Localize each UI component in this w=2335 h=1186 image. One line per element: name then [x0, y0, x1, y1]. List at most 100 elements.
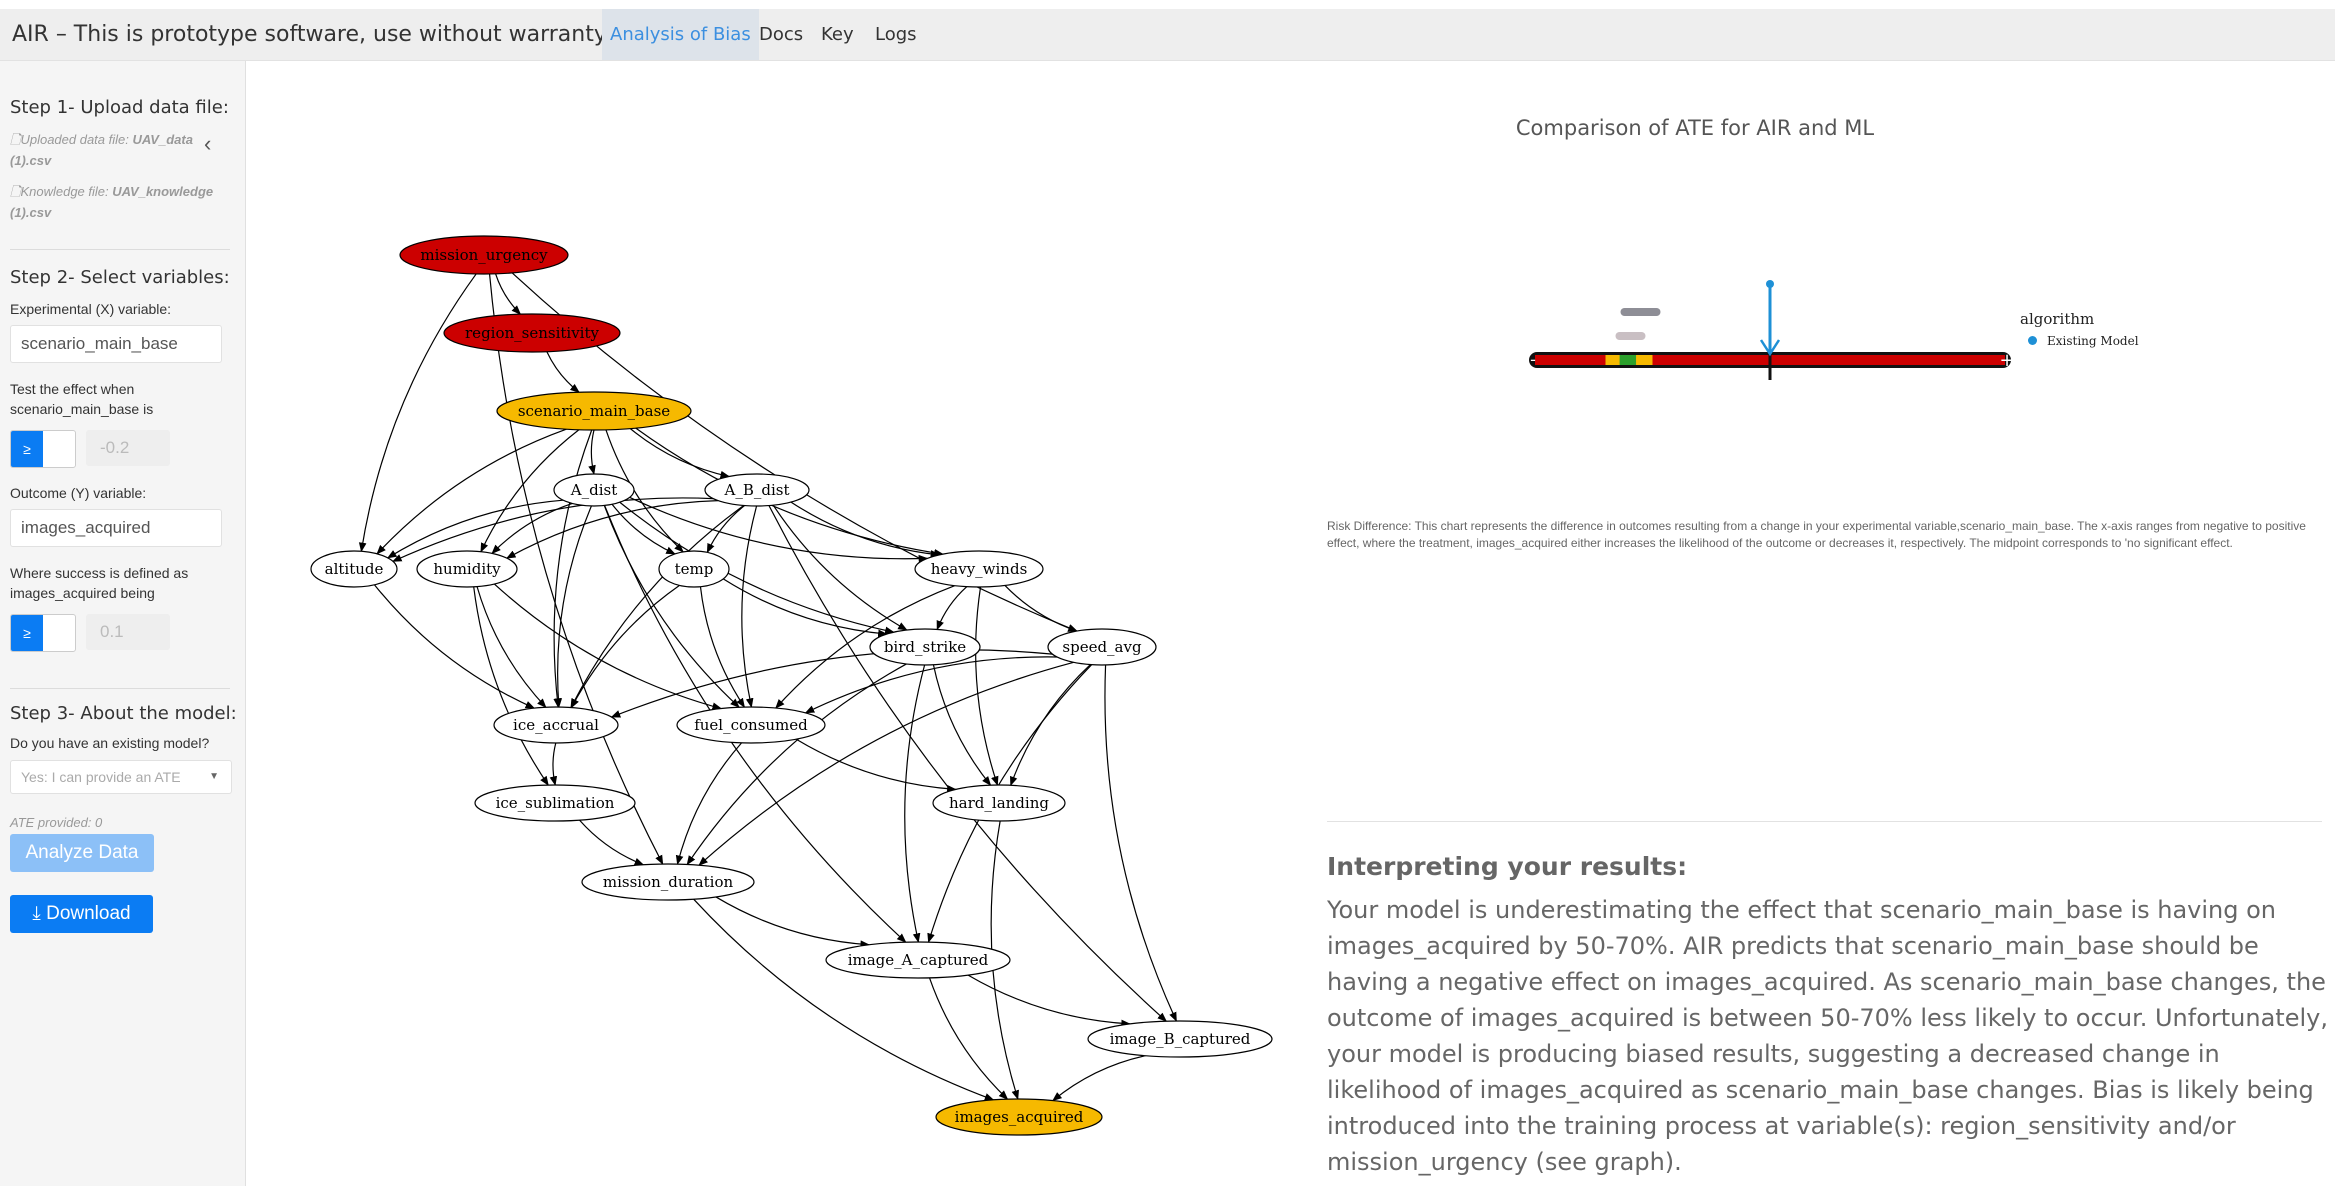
graph-node-mission_duration[interactable]: mission_duration	[581, 863, 755, 901]
step2-title: Step 2- Select variables:	[10, 267, 230, 288]
graph-node-label: heavy_winds	[931, 560, 1028, 578]
graph-node-shape	[1087, 1020, 1273, 1058]
download-button[interactable]: ⤓ Download	[10, 895, 153, 933]
y-variable-label: Outcome (Y) variable:	[10, 485, 147, 501]
graph-node-ice_sublimation[interactable]: ice_sublimation	[474, 784, 636, 822]
graph-node-images_acquired[interactable]: images_acquired	[935, 1098, 1103, 1136]
graph-node-bird_strike[interactable]: bird_strike	[869, 628, 981, 666]
graph-node-label: fuel_consumed	[694, 716, 808, 734]
step3-title: Step 3- About the model:	[10, 703, 237, 724]
graph-edge-bird_strike-image_A_captured	[904, 664, 926, 943]
x-variable-input[interactable]: scenario_main_base	[10, 325, 222, 363]
graph-node-label: ice_accrual	[513, 716, 599, 734]
graph-edge-fuel_consumed-hard_landing	[795, 738, 957, 793]
graph-node-image_B_captured[interactable]: image_B_captured	[1087, 1020, 1273, 1058]
tab-key[interactable]: Key	[821, 24, 854, 45]
download-label: Download	[46, 903, 131, 924]
graph-edge-temp-bird_strike	[722, 578, 888, 638]
graph-edge-scenario_main_base-ice_accrual	[553, 429, 593, 708]
y-variable-input[interactable]: images_acquired	[10, 509, 222, 547]
graph-node-label: A_B_dist	[724, 481, 790, 499]
graph-edge-ice_sublimation-mission_duration	[579, 819, 645, 866]
legend-item[interactable]: Existing Model	[2028, 334, 2139, 348]
tab-docs[interactable]: Docs	[759, 24, 804, 45]
graph-node-shape	[581, 863, 755, 901]
graph-node-label: scenario_main_base	[518, 402, 670, 420]
knowledge-file-label: Knowledge file:	[20, 184, 113, 199]
graph-node-shape	[310, 550, 398, 588]
existing-model-arrow	[1759, 339, 1781, 357]
graph-node-A_B_dist[interactable]: A_B_dist	[704, 473, 810, 507]
graph-node-shape	[416, 550, 518, 588]
step1-title: Step 1- Upload data file:	[10, 97, 229, 118]
graph-node-shape	[869, 628, 981, 666]
graph-edge-image_A_captured-image_B_captured	[967, 974, 1131, 1028]
uploaded-data-label: Uploaded data file:	[20, 132, 133, 147]
graph-node-altitude[interactable]: altitude	[310, 550, 398, 588]
y-threshold-input[interactable]: 0.1	[86, 614, 170, 650]
graph-node-speed_avg[interactable]: speed_avg	[1047, 628, 1157, 666]
graph-node-shape	[1047, 628, 1157, 666]
graph-edge-altitude-ice_accrual	[374, 584, 536, 709]
graph-edge-A_dist-heavy_winds	[629, 496, 929, 563]
graph-edge-A_dist-temp	[611, 503, 676, 555]
graph-edge-mission_urgency-region_sensitivity	[495, 273, 522, 315]
graph-edge-A_dist-ice_accrual	[554, 505, 592, 708]
graph-node-A_dist[interactable]: A_dist	[553, 473, 635, 507]
graph-node-image_A_captured[interactable]: image_A_captured	[825, 941, 1011, 979]
graph-node-region_sensitivity[interactable]: region_sensitivity	[443, 313, 621, 353]
graph-edge-scenario_main_base-A_dist	[588, 429, 596, 475]
graph-node-shape	[399, 235, 569, 275]
air-range-center	[1619, 355, 1637, 365]
graph-node-humidity[interactable]: humidity	[416, 550, 518, 588]
graph-edge-speed_avg-ice_accrual	[610, 649, 1053, 718]
graph-edge-A_B_dist-image_B_captured	[768, 505, 1167, 1022]
graph-edge-heavy_winds-hard_landing	[975, 586, 999, 786]
graph-edge-mission_urgency-altitude	[358, 273, 477, 553]
divider	[1327, 821, 2322, 822]
graph-edge-speed_avg-image_B_captured	[1104, 664, 1177, 1022]
graph-edge-humidity-fuel_consumed	[494, 583, 722, 710]
graph-edge-bird_strike-hard_landing	[932, 664, 992, 786]
divider	[10, 249, 230, 250]
knowledge-file-name: UAV_knowledge (1).csv	[10, 184, 214, 220]
y-operator-toggle[interactable]: ≥	[10, 614, 76, 652]
graph-edge-speed_avg-fuel_consumed	[804, 656, 1058, 714]
graph-node-label: A_dist	[570, 481, 617, 499]
x-threshold-input[interactable]: -0.2	[86, 430, 170, 466]
existing-model-select[interactable]: Yes: I can provide an ATE▼	[10, 760, 232, 794]
graph-node-label: speed_avg	[1062, 638, 1142, 656]
causal-graph: mission_urgency region_sensitivityscenari…	[310, 235, 1273, 1136]
graph-node-fuel_consumed[interactable]: fuel_consumed	[676, 706, 826, 744]
tab-analysis-of-bias[interactable]: Analysis of Bias	[602, 9, 759, 60]
graph-node-label: temp	[675, 560, 714, 578]
graph-edge-ice_accrual-ice_sublimation	[549, 742, 558, 786]
graph-node-heavy_winds[interactable]: heavy_winds	[914, 550, 1044, 588]
x-operator-toggle[interactable]: ≥	[10, 430, 76, 468]
graph-node-shape	[658, 550, 730, 588]
tab-logs[interactable]: Logs	[875, 24, 917, 45]
analyze-data-button[interactable]: Analyze Data	[10, 834, 154, 872]
chevron-left-icon[interactable]: ‹	[204, 131, 212, 156]
graph-edge-A_B_dist-temp	[706, 505, 745, 554]
graph-node-shape	[704, 473, 810, 507]
graph-node-shape	[914, 550, 1044, 588]
graph-node-temp[interactable]: temp	[658, 550, 730, 588]
graph-node-mission_urgency[interactable]: mission_urgency	[399, 235, 569, 275]
graph-edge-region_sensitivity-scenario_main_base	[546, 351, 580, 393]
graph-node-shape	[932, 784, 1066, 822]
graph-node-shape	[676, 706, 826, 744]
graph-edge-A_dist-altitude	[386, 499, 564, 559]
graph-node-ice_accrual[interactable]: ice_accrual	[493, 706, 619, 744]
graph-edge-scenario_main_base-humidity	[480, 429, 580, 553]
graph-node-scenario_main_base[interactable]: scenario_main_base	[496, 391, 692, 431]
graph-edge-image_A_captured-images_acquired	[928, 977, 1009, 1100]
graph-edge-speed_avg-hard_landing	[1010, 664, 1091, 787]
existing-model-value: Yes: I can provide an ATE	[21, 769, 181, 785]
graph-edge-A_B_dist-altitude	[392, 497, 714, 562]
graph-node-shape	[493, 706, 619, 744]
y-operator-on: ≥	[11, 615, 43, 651]
graph-node-hard_landing[interactable]: hard_landing	[932, 784, 1066, 822]
existing-model-point	[1766, 280, 1774, 288]
graph-edge-heavy_winds-bird_strike	[936, 586, 968, 631]
